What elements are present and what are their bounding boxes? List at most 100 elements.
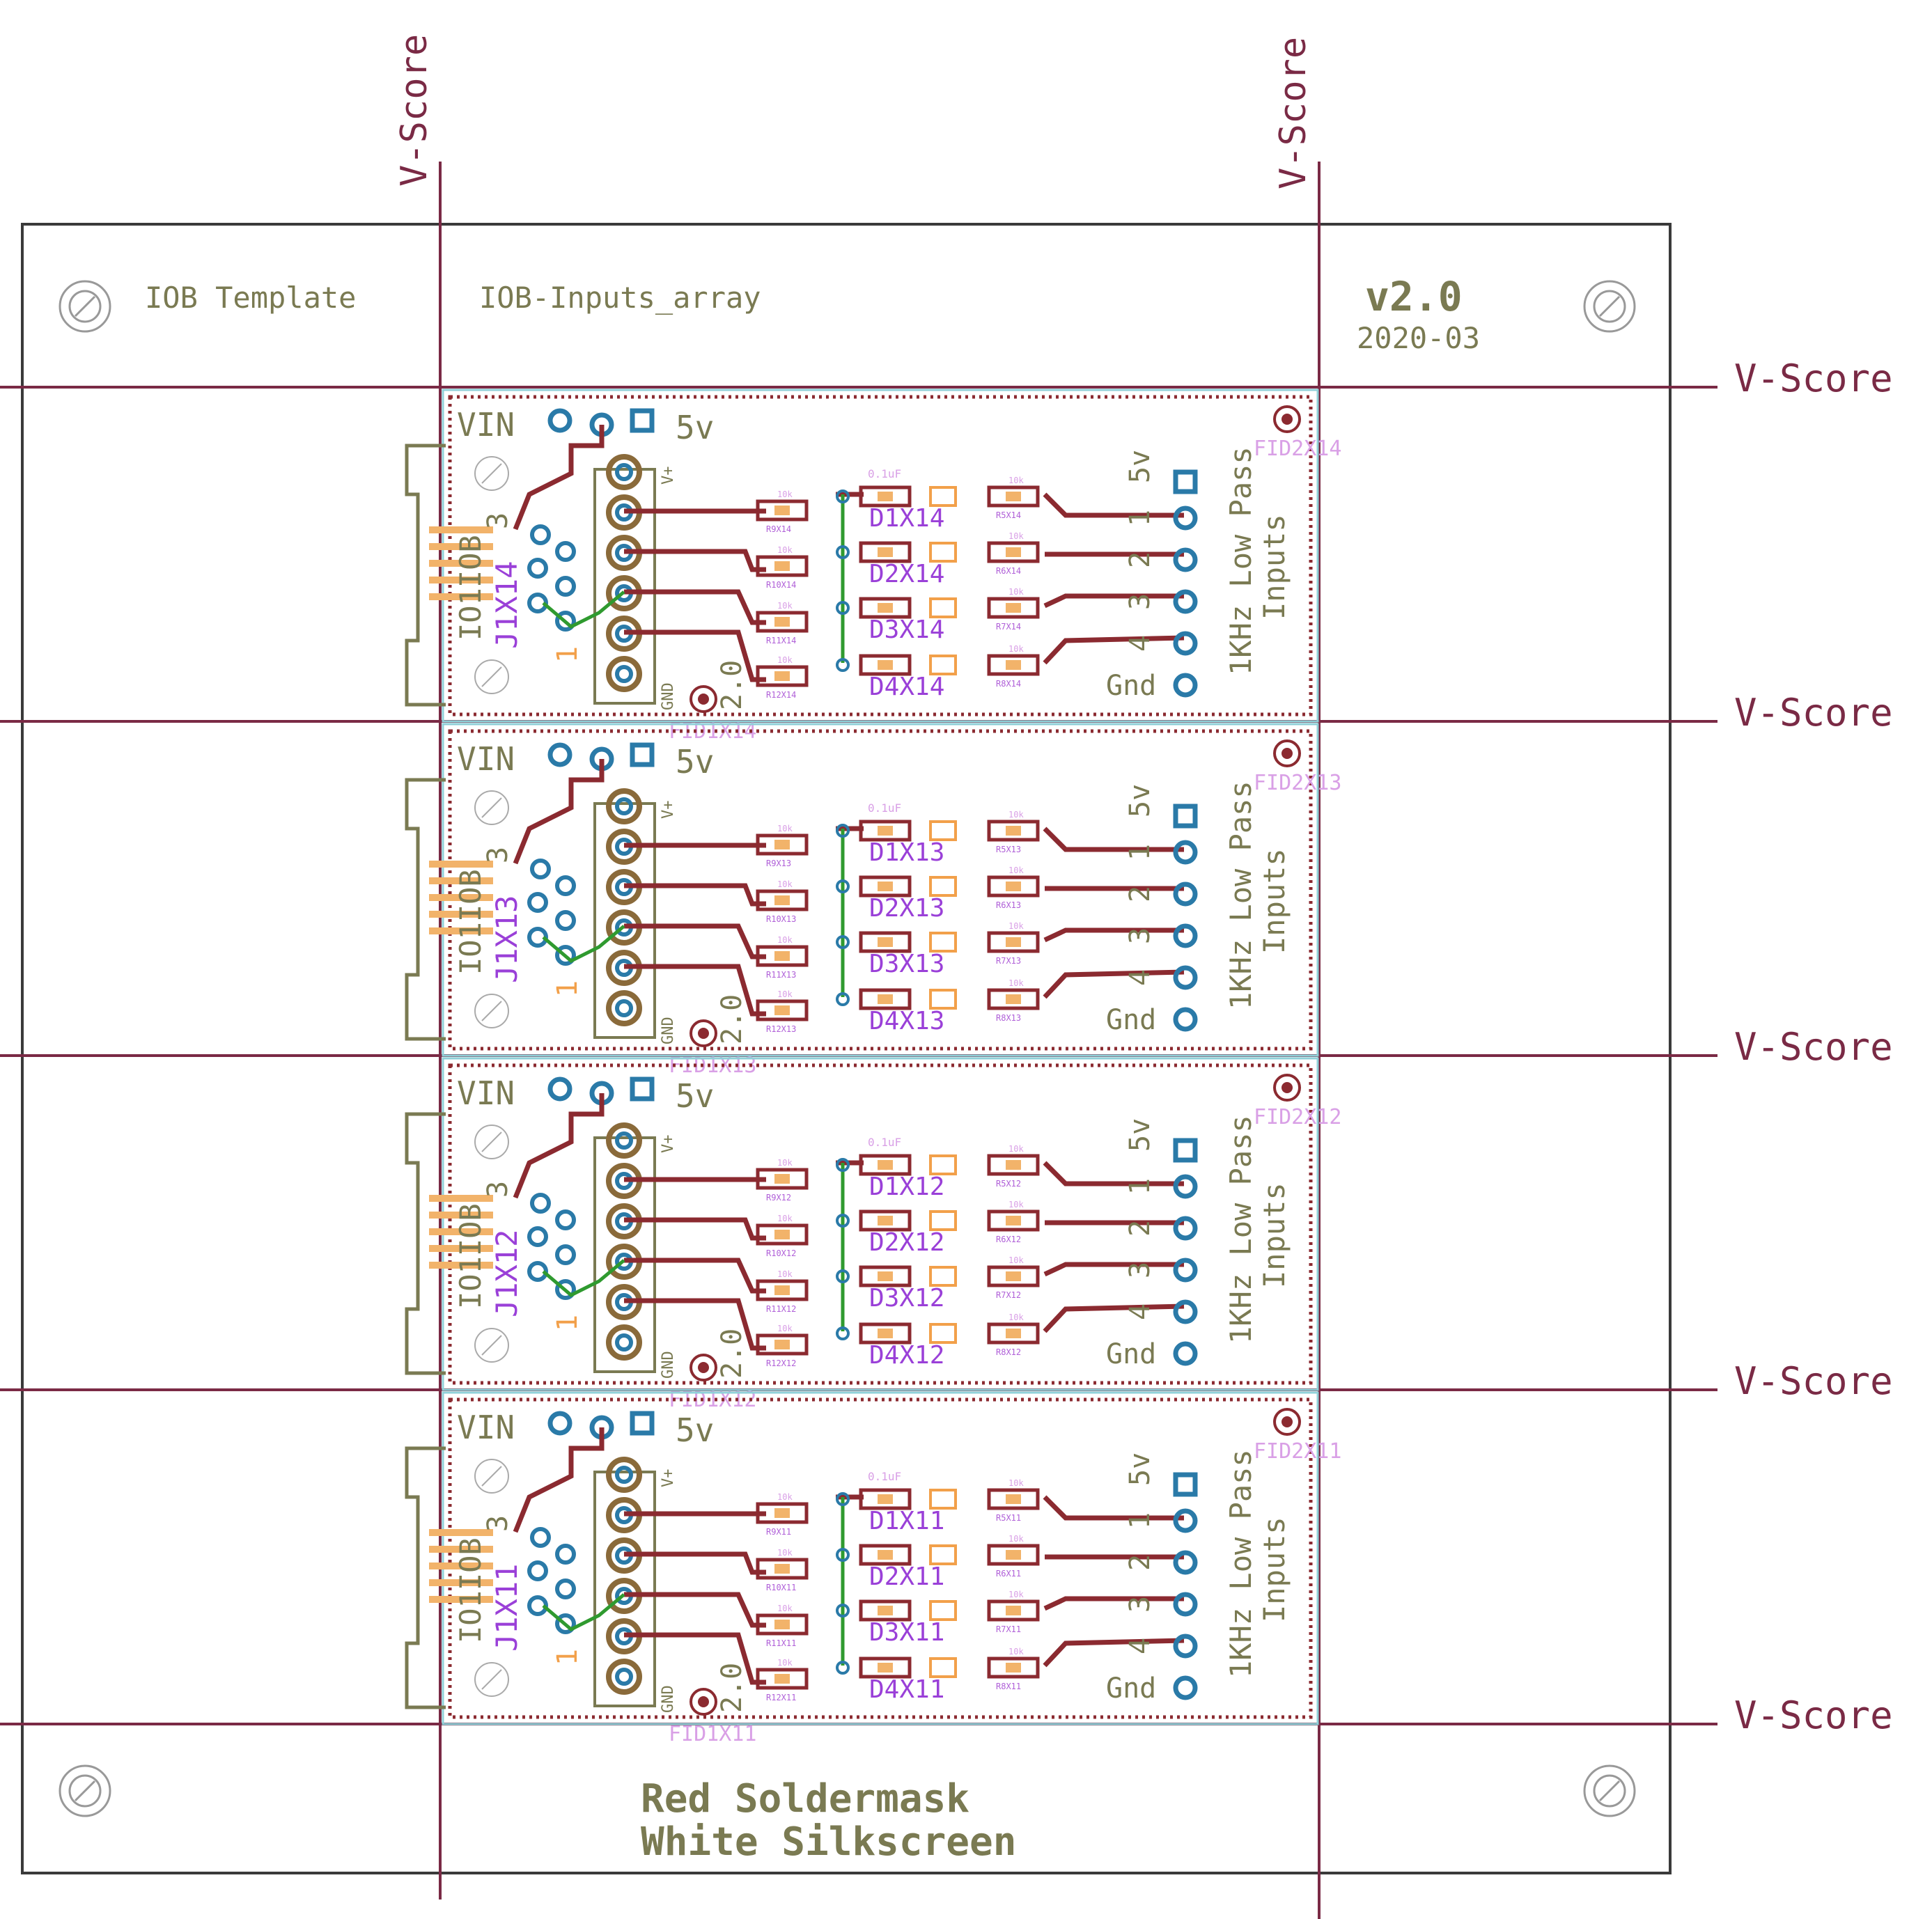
capacitor-via [836,935,850,949]
resistor-right-name: R5X11 [996,1513,1021,1523]
jumper-via [555,1209,576,1230]
capacitor [859,1656,912,1679]
capacitor [859,988,912,1010]
connector-mount-hole-bottom-mark [481,1001,502,1021]
jumper-pin-3: 3 [482,1515,514,1532]
resistor-left-value: 10k [777,1214,793,1223]
diode-name: D2X12 [869,1228,944,1257]
resistor-left-value: 10k [777,1658,793,1668]
header-pad-square [630,408,655,433]
jumper-via [555,541,576,562]
capacitor-body [878,492,893,501]
connector-mount-hole-top [474,456,509,491]
resistor-left-name: R12X14 [766,690,796,700]
panel-outline [442,1057,1319,1391]
revision-label: 2.0 [716,660,748,710]
board-outline [21,223,1672,1874]
capacitor-body [878,1606,893,1615]
connector-mount-hole-top [474,1459,509,1494]
resistor-left-name: R9X14 [766,524,791,534]
header-pad-1 [547,1411,572,1436]
pin-header-via [615,1466,633,1484]
fiducial-2 [1273,405,1301,433]
v-plus-label: V+ [660,801,677,820]
vin-label: VIN [457,1074,515,1112]
panel-title-line1: 1KHz Low Pass [1224,1449,1258,1678]
mounting-hole-top-right [1583,280,1636,333]
diode-name: D4X14 [869,673,944,701]
capacitor [859,1599,912,1622]
connector-mount-hole-bottom [474,659,509,694]
resistor-right-body [1006,994,1021,1004]
diode-name: D4X12 [869,1341,944,1370]
resistor-left-value: 10k [777,935,793,945]
capacitor-via [836,658,850,672]
input-label-3: 3 [1124,927,1156,944]
resistor-right-value: 10k [1008,1590,1024,1599]
input-label-1: 1 [1124,844,1156,861]
output-pad [1173,1258,1198,1283]
connector-pad [429,877,493,884]
trace-jumper-bottom [542,590,625,629]
output-pad [1173,589,1198,614]
fiducial-1 [690,1019,717,1047]
connector-pad [429,1212,493,1219]
soldermask-border [448,1063,1313,1385]
fiducial-2-name: FID2X13 [1254,771,1341,795]
diode [929,1323,957,1344]
diode [929,486,957,507]
resistor-right-body [1006,492,1021,501]
pin-header-pad [606,1122,642,1159]
trace-out4 [1043,969,1185,999]
output-pad [1173,1675,1198,1700]
output-pad [1173,673,1198,698]
resistor-right-value: 10k [1008,978,1024,988]
resistor-right-body [1006,937,1021,947]
trace-out1 [1043,492,1184,518]
diode [929,1657,957,1678]
diode-name: D2X11 [869,1562,944,1591]
resistor-right [987,1322,1040,1345]
resistor-right-body [1006,1606,1021,1615]
resistor-left-body [774,1674,790,1684]
capacitor-body [878,1663,893,1673]
diode [929,1210,957,1231]
gnd-small-label: GND [660,1351,677,1379]
jumper-pin-3: 3 [482,512,514,529]
output-pad [1173,506,1198,531]
diode [929,655,957,675]
capacitor-body [878,603,893,613]
vscore-label-row-2: V-Score [1734,691,1893,735]
trace-out3 [1043,1262,1184,1277]
resistor-right-body [1006,1550,1021,1560]
diode [929,820,957,841]
jumper-via [555,1279,576,1300]
resistor-left-body [774,1620,790,1629]
header-pad-square [630,742,655,767]
pin-header-via [615,463,633,481]
connector-housing [405,444,446,707]
resistor-left-name: R9X13 [766,859,791,868]
panel-title-line2: Inputs [1257,1182,1291,1288]
resistor-right [987,820,1040,842]
jumper-via [527,1560,548,1581]
capacitor-body [878,882,893,891]
diode-name: D3X11 [869,1618,944,1647]
resistor-left-body [774,1230,790,1239]
capacitor-body [878,1160,893,1170]
resistor-left-body [774,1508,790,1518]
resistor-left [756,999,809,1021]
resistor-left-name: R10X11 [766,1583,796,1592]
resistor-left [756,499,809,522]
capacitor [859,541,912,563]
pin-header-via [615,665,633,683]
trace-vin [513,1093,605,1199]
resistor-right-name: R8X14 [996,679,1021,689]
jumper-via [555,1244,576,1265]
resistor-left-body [774,561,790,571]
connector-name: IO1IOB [453,1203,488,1309]
vscore-label-row-1: V-Score [1734,357,1893,400]
capacitor-via [836,1214,850,1228]
header-pad-1 [547,408,572,433]
